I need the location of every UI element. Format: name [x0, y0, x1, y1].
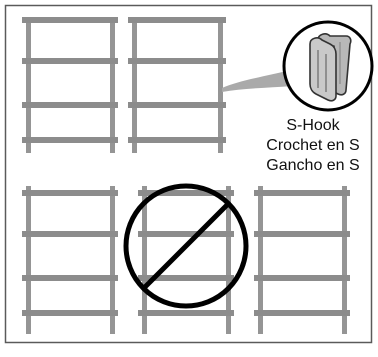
post — [258, 186, 263, 334]
shelf-unit-bottom-left — [22, 186, 118, 334]
shelf — [22, 190, 118, 196]
post — [226, 186, 231, 334]
s-hook-callout — [282, 20, 374, 112]
s-hook-icon — [309, 33, 352, 102]
shelf — [138, 190, 234, 196]
shelf — [128, 58, 226, 64]
shelf-unit-top-left — [22, 17, 118, 153]
no-symbol-icon — [123, 183, 249, 309]
shelf — [128, 137, 226, 143]
s-hook-label-fr: Crochet en S — [266, 137, 360, 154]
shelf — [254, 275, 350, 281]
shelf — [22, 58, 118, 64]
post — [218, 17, 223, 153]
callout-pointer — [222, 70, 292, 92]
shelf — [128, 17, 226, 23]
s-hook-label-es: Gancho en S — [266, 157, 360, 174]
shelf — [254, 231, 350, 237]
post — [132, 17, 137, 153]
shelf — [138, 231, 234, 237]
shelf — [128, 102, 226, 108]
shelf — [22, 17, 118, 23]
shelf-unit-bottom-middle — [138, 186, 234, 334]
shelf — [22, 102, 118, 108]
shelf — [22, 310, 118, 316]
shelf — [138, 310, 234, 316]
post — [26, 17, 31, 153]
shelf-unit-top-right — [128, 17, 226, 153]
shelf — [254, 310, 350, 316]
post — [110, 186, 115, 334]
shelf — [254, 190, 350, 196]
shelf — [22, 275, 118, 281]
post — [110, 17, 115, 153]
shelf — [22, 231, 118, 237]
post — [26, 186, 31, 334]
s-hook-label-block: S-Hook Crochet en S Gancho en S — [252, 116, 374, 176]
post — [342, 186, 347, 334]
s-hook-label-en: S-Hook — [286, 117, 340, 134]
shelf — [22, 137, 118, 143]
post — [142, 186, 147, 334]
shelf — [138, 275, 234, 281]
shelf-unit-bottom-right — [254, 186, 350, 334]
